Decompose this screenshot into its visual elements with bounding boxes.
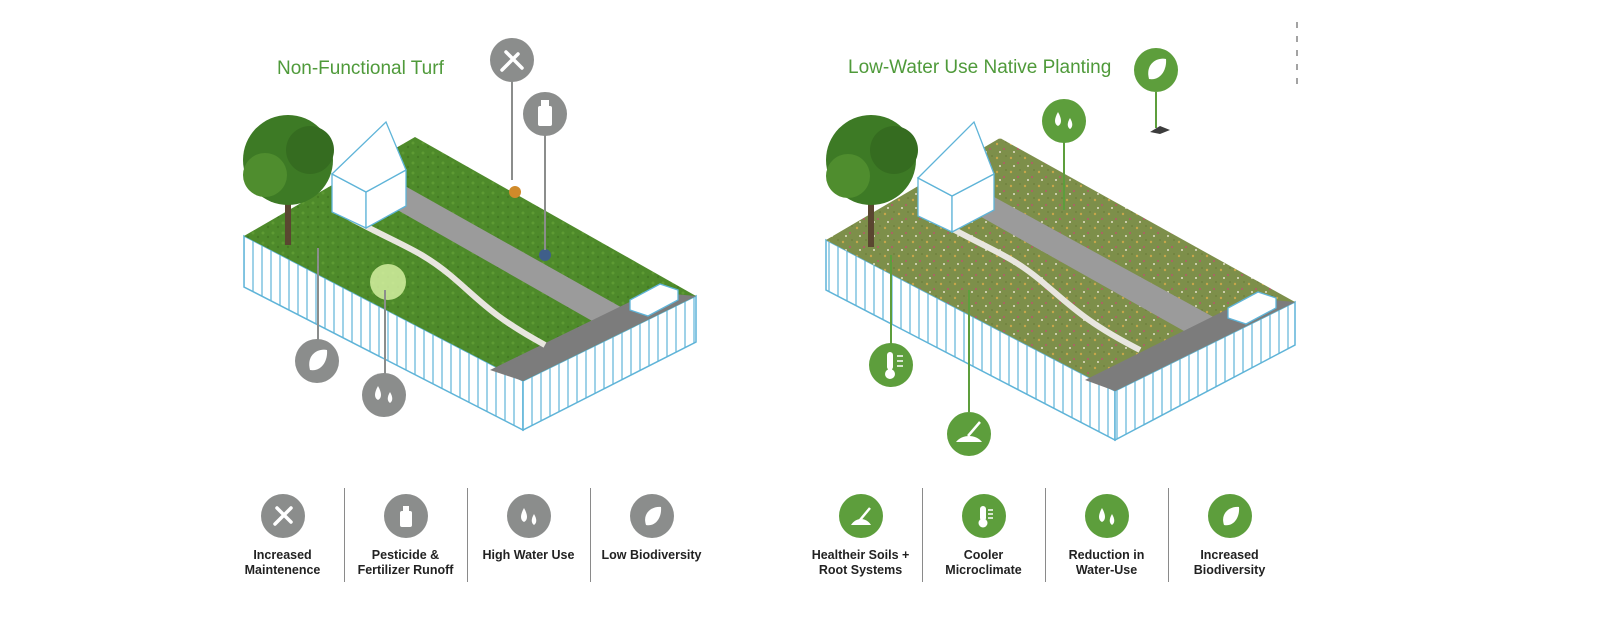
legend-label: Low Biodiversity bbox=[601, 548, 702, 562]
right-title: Low-Water Use Native Planting bbox=[848, 57, 1112, 78]
left-driveway bbox=[380, 186, 635, 330]
legend-item-water: High Water Use bbox=[467, 488, 590, 582]
spray-bottle-icon bbox=[523, 92, 567, 136]
water-drops-icon bbox=[506, 494, 551, 538]
right-house-roof bbox=[916, 120, 995, 197]
legend-label: Pesticide &Fertilizer Runoff bbox=[357, 548, 454, 577]
left-car bbox=[629, 283, 679, 317]
legend-item-runoff: Pesticide &Fertilizer Runoff bbox=[344, 488, 467, 582]
legend-divider bbox=[590, 488, 591, 582]
legend-divider bbox=[467, 488, 468, 582]
tools-icon bbox=[490, 38, 534, 82]
right-car bbox=[1227, 291, 1277, 325]
left-site bbox=[243, 38, 697, 432]
leaf-icon bbox=[1134, 48, 1178, 92]
right-footpath bbox=[938, 219, 1142, 353]
legend-divider bbox=[922, 488, 923, 582]
water-drops-icon bbox=[1084, 494, 1129, 538]
leaf-icon bbox=[295, 339, 339, 383]
thermometer-icon bbox=[869, 343, 913, 387]
sprayer-figure bbox=[539, 249, 551, 261]
legend-divider bbox=[344, 488, 345, 582]
right-tree-trunk bbox=[868, 192, 874, 247]
right-tree-canopy-2 bbox=[826, 154, 870, 198]
right-driveway bbox=[960, 192, 1228, 340]
gardener-figure bbox=[509, 186, 521, 198]
right-tree-canopy-3 bbox=[870, 126, 918, 174]
shovel-soil-icon bbox=[947, 412, 991, 456]
hummingbird bbox=[1150, 126, 1170, 134]
thermometer-icon bbox=[961, 494, 1006, 538]
spray-bottle-icon bbox=[383, 494, 428, 538]
tools-icon bbox=[260, 494, 305, 538]
water-drops-icon bbox=[1042, 99, 1086, 143]
legend-item-biodiversity: Low Biodiversity bbox=[590, 488, 713, 582]
sprinkler-spray bbox=[370, 264, 406, 300]
left-tree-trunk bbox=[285, 190, 291, 245]
legend-divider bbox=[1045, 488, 1046, 582]
left-footpath bbox=[348, 215, 547, 348]
legend-label: Healtheir Soils +Root Systems bbox=[811, 548, 910, 577]
legend-divider bbox=[1168, 488, 1169, 582]
left-title: Non-Functional Turf bbox=[277, 58, 444, 79]
leaf-icon bbox=[1207, 494, 1252, 538]
leaf-icon bbox=[629, 494, 674, 538]
water-drops-icon bbox=[362, 373, 406, 417]
left-tree-canopy-2 bbox=[243, 153, 287, 197]
right-site bbox=[825, 48, 1296, 456]
left-house-roof bbox=[330, 120, 407, 193]
legend-label: High Water Use bbox=[482, 548, 575, 562]
shovel-soil-icon bbox=[838, 494, 883, 538]
left-tree-canopy-3 bbox=[286, 126, 334, 174]
legend-item-soils: Healtheir Soils +Root Systems bbox=[799, 490, 922, 578]
